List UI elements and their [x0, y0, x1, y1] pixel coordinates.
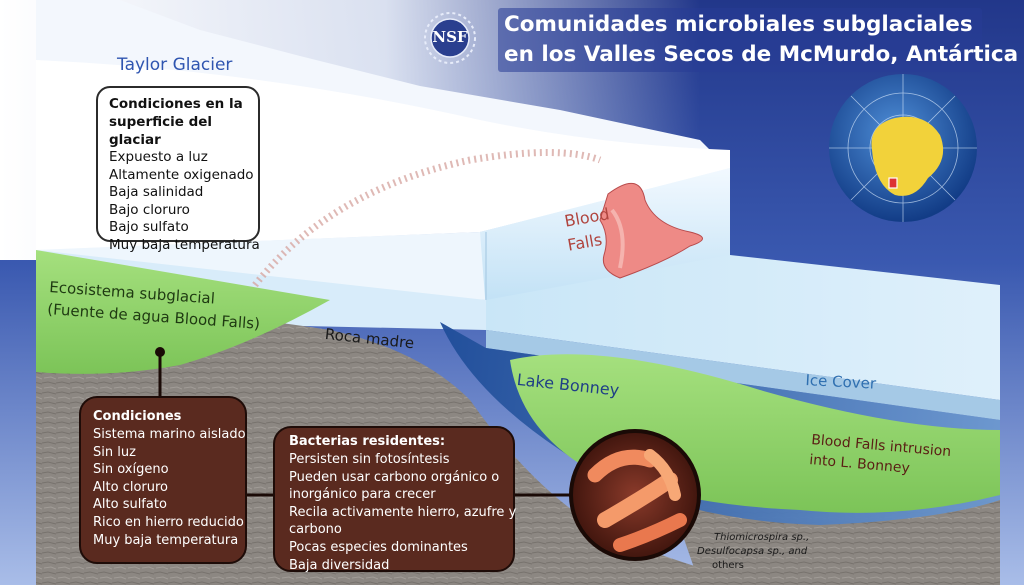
- conditions-box-item: Rico en hierro reducido: [93, 514, 244, 530]
- species-label-3: others: [712, 560, 744, 571]
- conditions-box-item: Sin oxígeno: [93, 462, 169, 478]
- conditions-box-item: Muy baja temperatura: [93, 532, 239, 548]
- conditions-box-item: Alto sulfato: [93, 497, 167, 513]
- species-label-2: Desulfocapsa sp., and: [697, 546, 808, 557]
- bacteria-magnified-icon: [569, 429, 701, 561]
- nsf-logo-text: NSF: [432, 28, 468, 46]
- antarctica-globe-icon: [829, 74, 977, 222]
- bacteria-box-item: Baja diversidad: [289, 557, 390, 573]
- bacteria-box-item: Pocas especies dominantes: [289, 539, 468, 555]
- subglacial-conditions-box: Condiciones Sistema marino aislado Sin l…: [79, 396, 247, 564]
- conditions-box-item: Sistema marino aislado: [93, 427, 246, 442]
- title-banner: Comunidades microbiales subglaciales en …: [498, 8, 1018, 72]
- conditions-box-heading: Condiciones: [93, 409, 182, 424]
- bacteria-box-item: Recila activamente hierro, azufre y: [289, 504, 517, 520]
- conditions-box-item: Alto cloruro: [93, 479, 168, 495]
- title-line-1: Comunidades microbiales subglaciales: [504, 12, 973, 37]
- bacteria-box-heading: Bacterias residentes:: [289, 434, 446, 449]
- surface-conditions-box: Condiciones en la superficie del glaciar…: [96, 86, 260, 253]
- bacteria-box-item: inorgánico para crecer: [289, 487, 436, 503]
- conditions-box-item: Sin luz: [93, 444, 136, 460]
- species-label-1: Thiomicrospira sp.,: [714, 532, 810, 543]
- title-line-2: en los Valles Secos de McMurdo, Antártic…: [504, 42, 1019, 67]
- surface-box-item: Bajo cloruro: [109, 201, 190, 218]
- surface-box-item: Baja salinidad: [109, 184, 204, 201]
- nsf-logo-icon: [424, 12, 476, 64]
- bacteria-box-item: Pueden usar carbono orgánico o: [289, 469, 500, 485]
- resident-bacteria-box: Bacterias residentes: Persisten sin foto…: [273, 426, 517, 573]
- taylor-glacier-label: Taylor Glacier: [117, 55, 233, 75]
- surface-box-heading-2: superficie del glaciar: [109, 114, 213, 148]
- bacteria-box-item: Persisten sin fotosíntesis: [289, 452, 450, 467]
- surface-box-item: Expuesto a luz: [109, 149, 208, 165]
- surface-box-item: Altamente oxigenado: [109, 166, 254, 183]
- surface-box-item: Muy baja temperatura: [109, 236, 260, 253]
- ice-cover-label: Ice Cover: [805, 371, 877, 393]
- surface-box-item: Bajo sulfato: [109, 219, 189, 236]
- surface-box-heading-1: Condiciones en la: [109, 96, 243, 112]
- bacteria-box-item: carbono: [289, 522, 342, 538]
